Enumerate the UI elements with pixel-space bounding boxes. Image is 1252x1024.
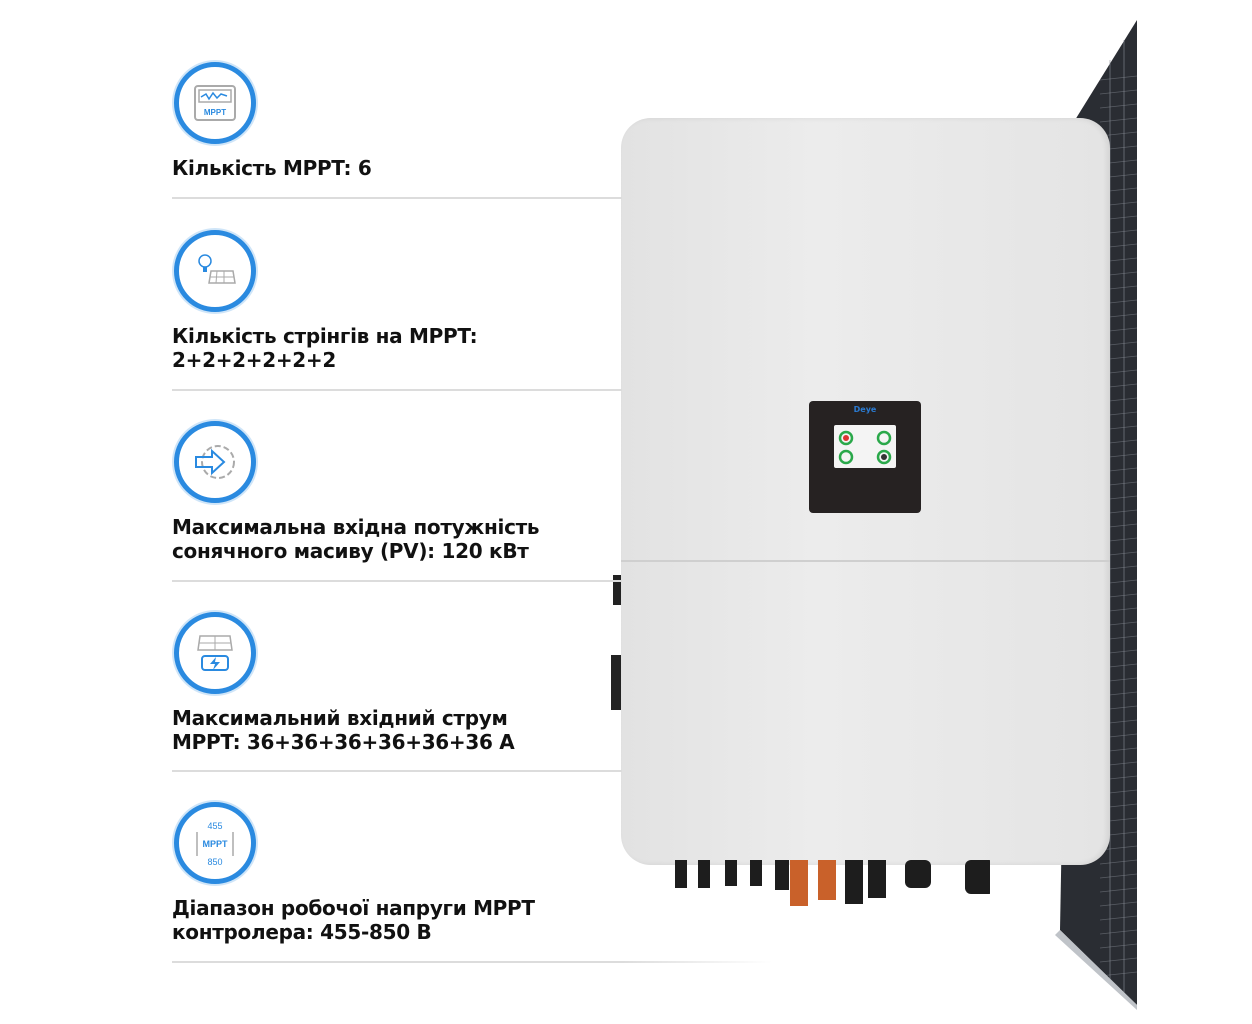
feature-text: Максимальна вхідна потужність [172,515,540,539]
feature-text: Максимальний вхідний струм [172,706,508,730]
svg-text:850: 850 [207,857,222,867]
power-input-arrow-icon [174,421,256,503]
inverter-screen [834,425,896,468]
feature-text: 2+2+2+2+2+2 [172,348,336,372]
svg-text:MPPT: MPPT [204,108,226,117]
inverter-display-panel: Deye [809,401,921,513]
feature-mppt-count: MPPT Кількість MPPT: 6 [172,62,632,192]
divider [172,961,772,963]
inverter-seam [621,560,1110,562]
divider [172,580,622,582]
feature-strings-per-mppt: Кількість стрінгів на MPPT: 2+2+2+2+2+2 [172,230,632,380]
feature-text: Кількість MPPT: 6 [172,156,372,180]
feature-max-input-current: Максимальний вхідний струм MPPT: 36+36+3… [172,612,632,762]
inverter-image: Deye [621,118,1110,865]
feature-text: контролера: 455-850 В [172,920,432,944]
feature-max-pv-power: Максимальна вхідна потужність сонячного … [172,421,632,571]
divider [172,770,622,772]
feature-text: Кількість стрінгів на MPPT: [172,324,478,348]
mppt-monitor-icon: MPPT [174,62,256,144]
divider [172,389,622,391]
bulb-solar-panel-icon [174,230,256,312]
inverter-connectors [675,860,990,906]
divider [172,197,622,199]
brand-logo: Deye [853,405,877,414]
solar-panel-charge-icon [174,612,256,694]
feature-text: Діапазон робочої напруги MPPT [172,896,535,920]
feature-text: MPPT: 36+36+36+36+36+36 А [172,730,515,754]
feature-text: сонячного масиву (PV): 120 кВт [172,539,529,563]
svg-text:MPPT: MPPT [202,839,228,849]
svg-text:455: 455 [207,821,222,831]
